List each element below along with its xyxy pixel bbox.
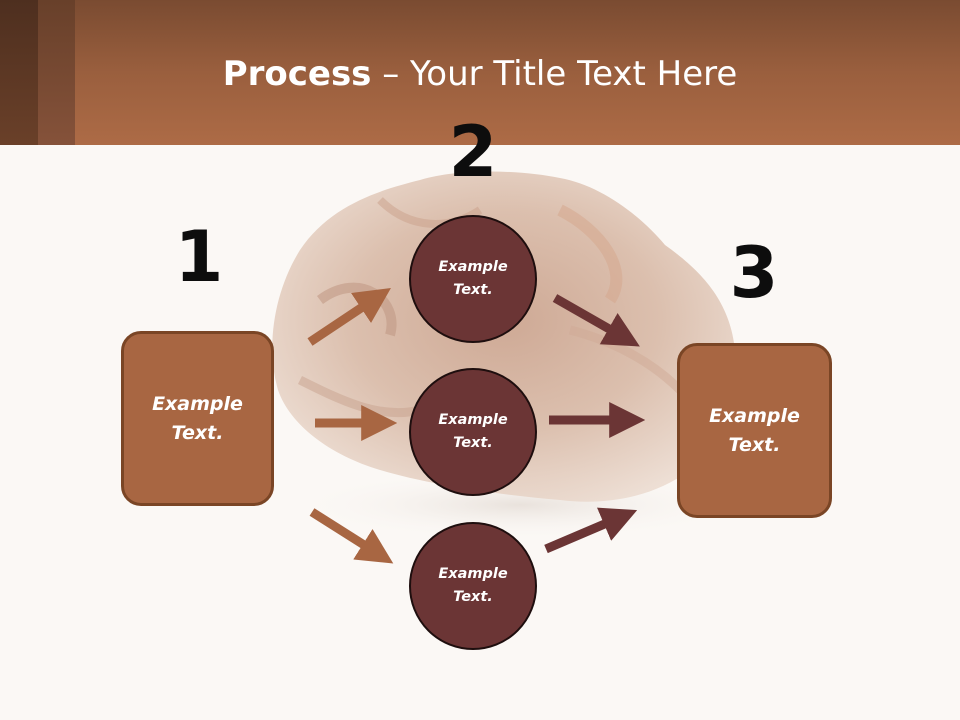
circle-top-line1: Example xyxy=(438,259,508,275)
circle-bottom-text: Example Text. xyxy=(438,563,507,609)
step-number-1: 1 xyxy=(174,216,224,298)
arrow-left-to-top xyxy=(307,288,391,346)
circle-middle-line2: Text. xyxy=(453,435,493,451)
header-accent-strip-2 xyxy=(38,0,75,145)
right-box-line2: Text. xyxy=(728,433,781,456)
header-accent-strip xyxy=(0,0,38,145)
circle-bottom-line2: Text. xyxy=(453,589,493,605)
slide-title: Process – Your Title Text Here xyxy=(0,52,960,96)
circle-middle-text: Example Text. xyxy=(438,409,507,455)
title-rest-part: – Your Title Text Here xyxy=(371,54,738,94)
circle-top-line2: Text. xyxy=(453,282,493,298)
circle-bottom-line1: Example xyxy=(438,566,508,582)
circle-step-top: Example Text. xyxy=(409,215,537,343)
circle-step-middle: Example Text. xyxy=(409,368,537,496)
left-step-box: Example Text. xyxy=(121,331,274,506)
arrow-bottom-to-right xyxy=(544,507,638,554)
arrow-left-to-bottom xyxy=(309,508,394,564)
step-number-2: 2 xyxy=(448,111,498,193)
right-box-line1: Example xyxy=(709,404,800,427)
header-band: Process – Your Title Text Here xyxy=(0,0,960,145)
left-box-line1: Example xyxy=(152,392,243,415)
circle-middle-line1: Example xyxy=(438,412,508,428)
left-box-line2: Text. xyxy=(171,421,224,444)
right-step-box: Example Text. xyxy=(677,343,832,518)
left-box-text: Example Text. xyxy=(152,390,243,448)
title-bold-part: Process xyxy=(222,54,372,94)
circle-step-bottom: Example Text. xyxy=(409,522,537,650)
step-number-3: 3 xyxy=(729,232,779,314)
arrow-top-to-right xyxy=(552,294,640,347)
right-box-text: Example Text. xyxy=(709,402,800,460)
circle-top-text: Example Text. xyxy=(438,256,507,302)
